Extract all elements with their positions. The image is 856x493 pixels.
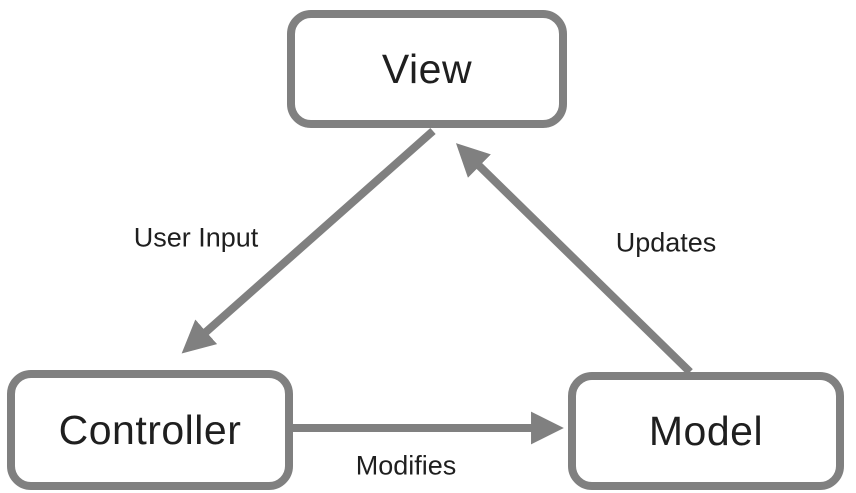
edge-label-modifies: Modifies xyxy=(355,450,457,481)
node-view-label: View xyxy=(381,45,473,92)
node-controller-label: Controller xyxy=(58,406,242,453)
arrow-user-input xyxy=(181,128,436,354)
edge-label-updates: Updates xyxy=(615,227,717,258)
edge-label-user-input: User Input xyxy=(133,222,259,253)
node-model: Model xyxy=(568,372,844,490)
arrow-updates xyxy=(455,143,693,375)
node-controller: Controller xyxy=(7,370,293,490)
node-view: View xyxy=(287,10,567,128)
node-model-label: Model xyxy=(648,407,764,454)
